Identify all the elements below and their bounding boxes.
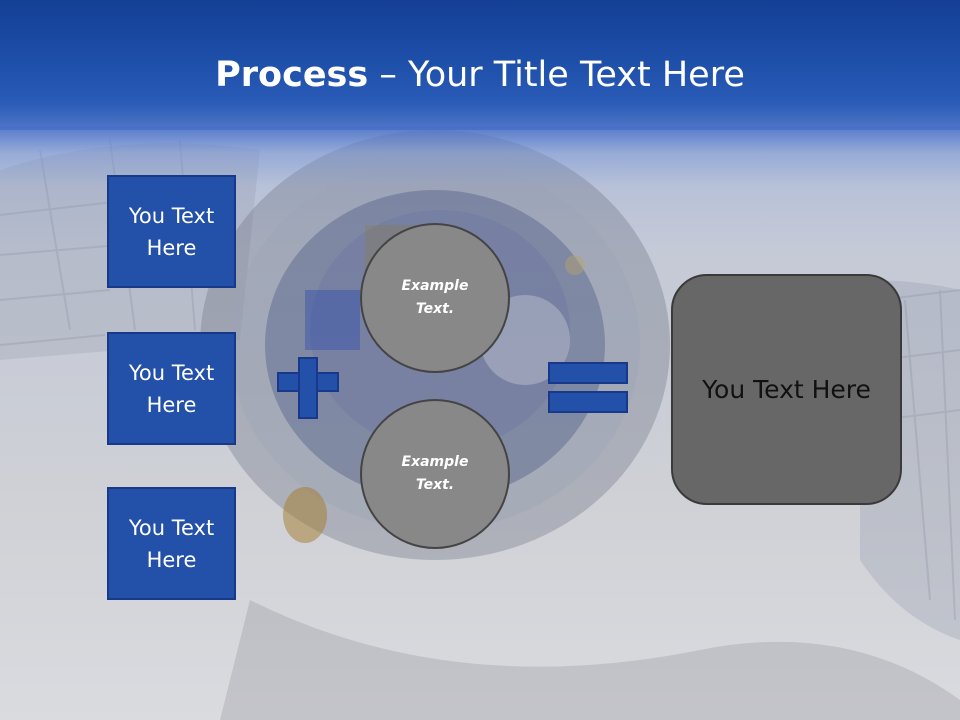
example-circle-1: Example Text. [360, 223, 510, 373]
circle-label: Example Text. [401, 278, 469, 317]
title-rest: – Your Title Text Here [368, 55, 745, 95]
example-circle-2: Example Text. [360, 399, 510, 549]
equals-icon-bottom-bar [548, 391, 628, 413]
circle-label: Example Text. [401, 454, 469, 493]
title-bold: Process [215, 55, 369, 95]
input-box-label: You Text Here [128, 515, 215, 572]
title-header-band [0, 0, 960, 130]
input-box-3: You Text Here [107, 487, 236, 600]
plus-icon-vertical-bar [298, 357, 318, 419]
result-label: You Text Here [702, 374, 871, 404]
result-box: You Text Here [671, 274, 902, 505]
input-box-label: You Text Here [128, 203, 215, 260]
slide-title: Process – Your Title Text Here [0, 52, 960, 98]
equals-icon-top-bar [548, 362, 628, 384]
input-box-2: You Text Here [107, 332, 236, 445]
input-box-1: You Text Here [107, 175, 236, 288]
input-box-label: You Text Here [128, 360, 215, 417]
